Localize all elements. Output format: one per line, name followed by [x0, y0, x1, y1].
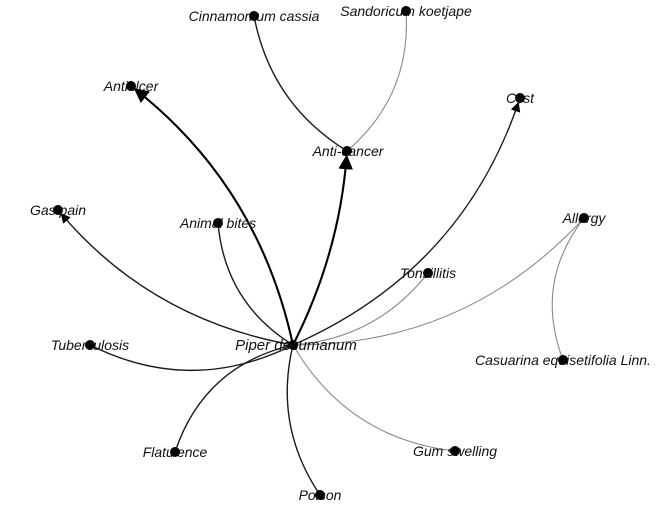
node-label-allergy: Allergy — [562, 210, 607, 226]
node-tuberculosis — [85, 340, 95, 350]
node-label-poison: Poison — [299, 487, 342, 503]
edge-sandoricum-anticancer — [346, 10, 407, 152]
node-label-sandoricum: Sandoricum koetjape — [340, 3, 472, 19]
edge-cinnamomum-anticancer — [253, 15, 348, 152]
node-casuarina — [558, 355, 568, 365]
edge-piper-anticancer — [292, 154, 353, 346]
node-tonsillitis — [423, 268, 433, 278]
edge-piper-tonsillitis — [292, 272, 429, 346]
edges-layer — [60, 10, 585, 496]
node-label-casuarina: Casuarina equisetifolia Linn. — [475, 352, 651, 368]
edge-casuarina-allergy — [551, 217, 585, 361]
edge-piper-poison — [286, 344, 321, 496]
node-cinnamomum — [249, 11, 259, 21]
node-label-flatulence: Flatulence — [143, 444, 208, 460]
edge-piper-cyst — [292, 101, 521, 346]
node-label-gaspain: Gas pain — [30, 202, 86, 218]
node-antiulcer — [126, 81, 136, 91]
edge-piper-antiulcer — [133, 88, 295, 346]
node-piper — [288, 340, 298, 350]
node-gaspain — [53, 205, 63, 215]
node-animalbites — [213, 218, 223, 228]
node-label-gumswelling: Gum swelling — [413, 443, 497, 459]
node-label-anticancer: Anti-cancer — [312, 143, 385, 159]
node-label-tuberculosis: Tuberculosis — [51, 337, 129, 353]
node-label-antiulcer: Antiulcer — [103, 78, 160, 94]
edge-piper-gumswelling — [292, 344, 456, 452]
node-allergy — [579, 213, 589, 223]
edge-piper-animalbites — [217, 222, 294, 346]
edge-piper-gaspain — [60, 213, 294, 346]
node-flatulence — [170, 447, 180, 457]
nodes-layer — [53, 6, 589, 500]
node-sandoricum — [401, 6, 411, 16]
node-gumswelling — [450, 446, 460, 456]
edge-piper-tuberculosis — [89, 344, 294, 371]
node-label-tonsillitis: Tonsillitis — [400, 265, 456, 281]
edge-piper-flatulence — [174, 344, 294, 453]
node-label-cyst: Cyst — [506, 90, 535, 106]
node-anticancer — [342, 146, 352, 156]
node-cyst — [515, 93, 525, 103]
edge-piper-allergy — [292, 217, 585, 346]
node-label-animalbites: Animal bites — [179, 215, 256, 231]
labels-layer: Piper decumanum Cinnamomum cassia Sandoric… — [30, 3, 651, 503]
node-label-cinnamomum: Cinnamomum cassia — [189, 8, 320, 24]
node-label-piper: Piper decumanum — [235, 337, 357, 354]
node-poison — [315, 490, 325, 500]
